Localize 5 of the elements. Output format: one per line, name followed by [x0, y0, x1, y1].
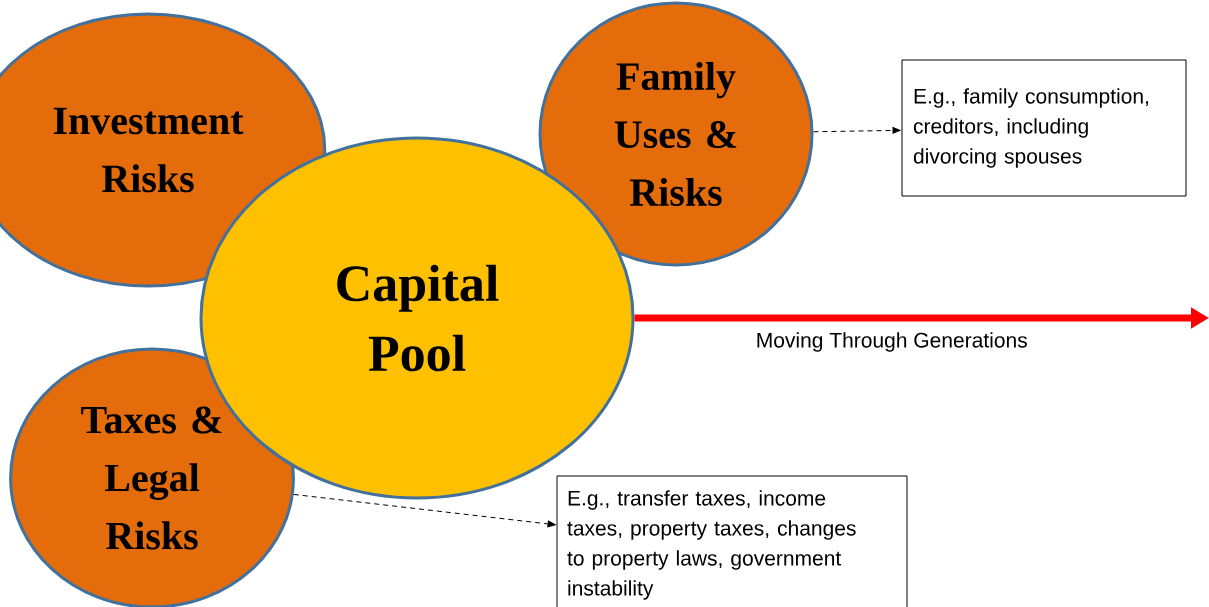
edge-label: Moving Through Generations	[754, 331, 1029, 353]
arrow	[813, 127, 901, 134]
note-box: E.g., family consumption, creditors, including divorcing spouses	[901, 59, 1187, 197]
note-box: E.g., transfer taxes, income taxes, property taxes, changes to property laws, government instability	[556, 475, 908, 607]
arrow	[293, 493, 556, 528]
